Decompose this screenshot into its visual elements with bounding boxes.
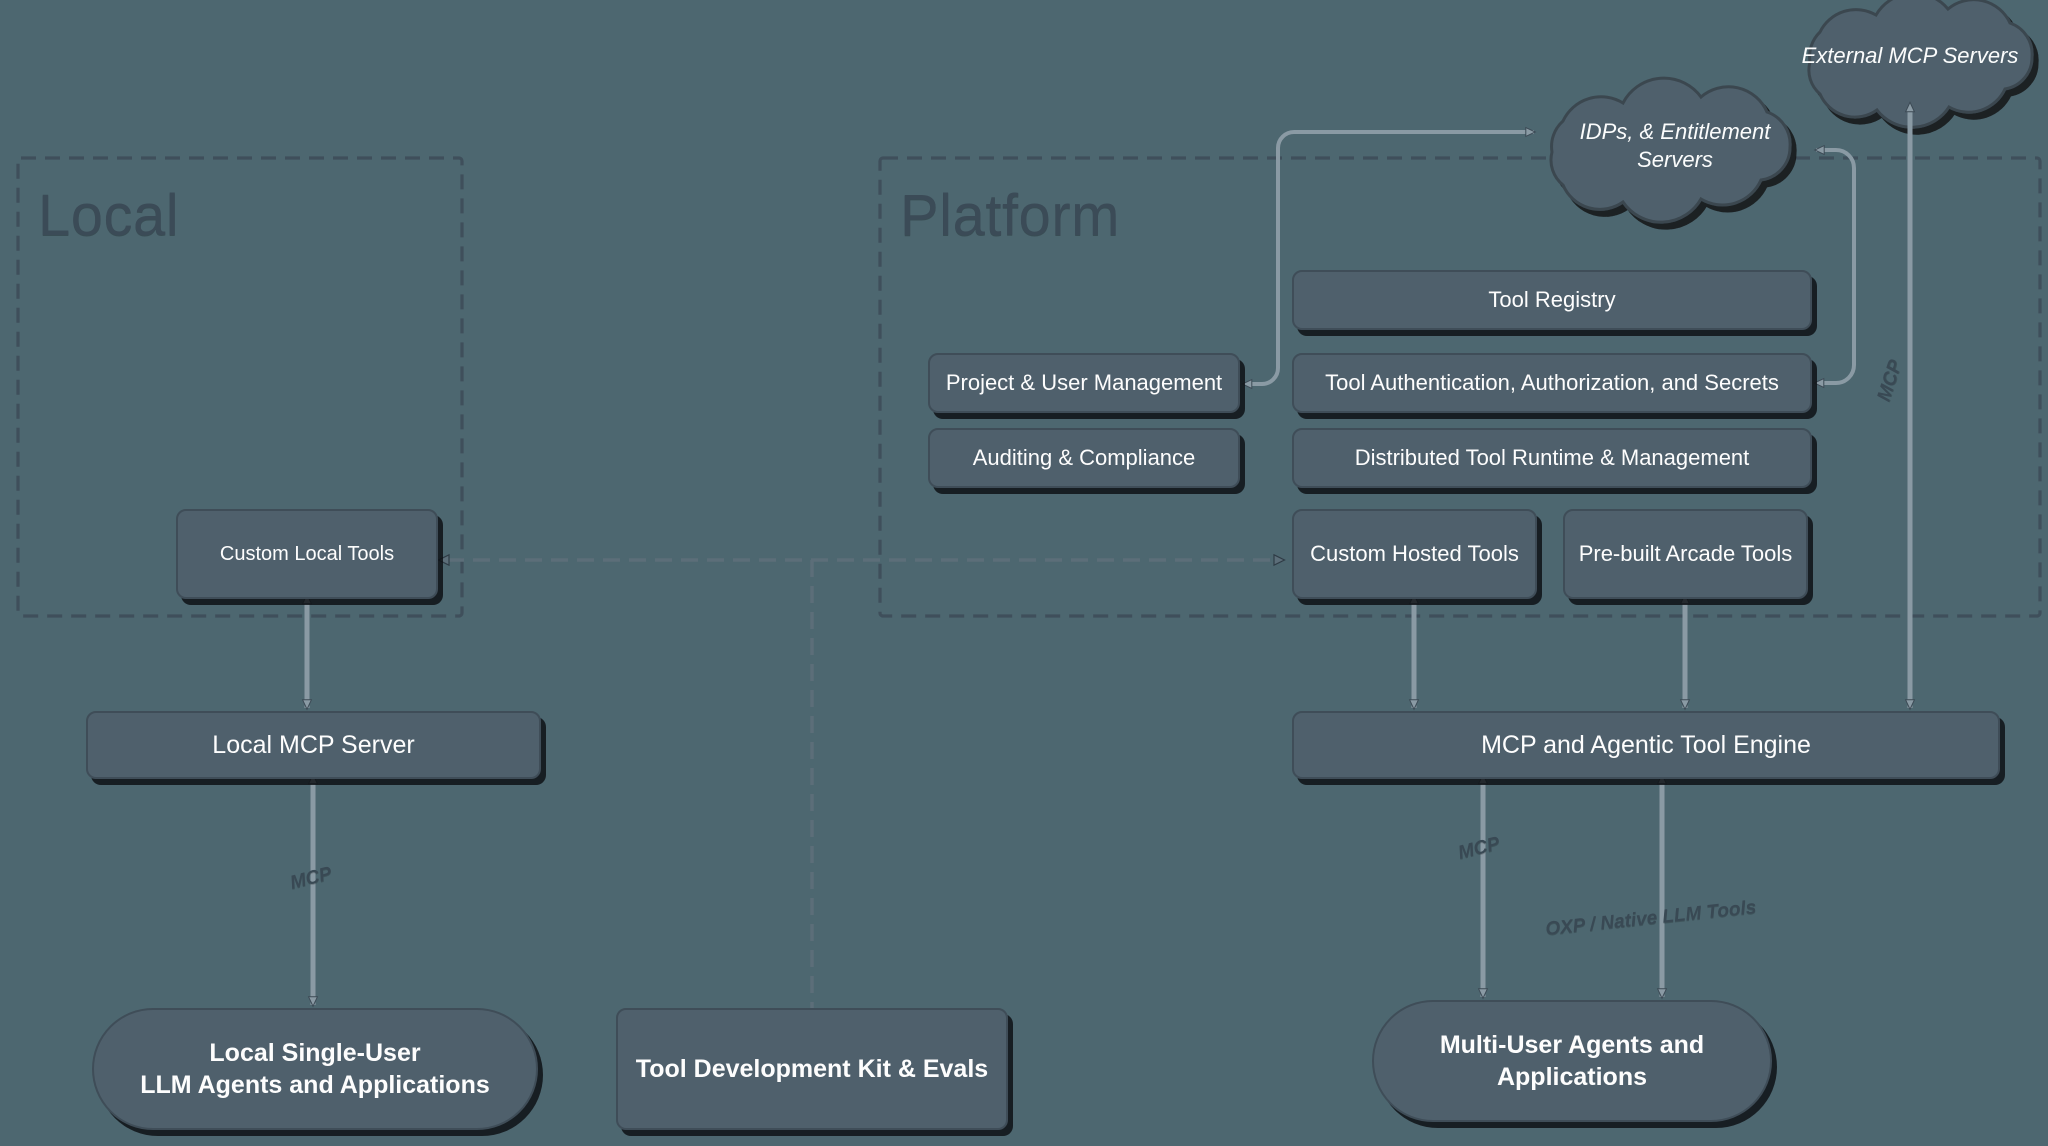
edge-tool-auth-to-idps (1813, 144, 1856, 389)
node-multi-user-agents[interactable]: Multi-User Agents and Applications (1372, 1000, 1772, 1122)
node-label: Custom Hosted Tools (1310, 540, 1519, 566)
node-label: Tool Registry (1488, 286, 1616, 312)
node-label: Distributed Tool Runtime & Management (1354, 444, 1750, 470)
node-label: Pre-built Arcade Tools (1578, 540, 1793, 566)
edge-label-mcp-external: MCP (1873, 357, 1907, 405)
node-tool-development-kit[interactable]: Tool Development Kit & Evals (616, 1008, 1008, 1130)
node-label: Tool Development Kit & Evals (635, 1054, 989, 1083)
node-tool-registry[interactable]: Tool Registry (1292, 270, 1812, 330)
node-label: Local Single-User LLM Agents and Applica… (140, 1038, 490, 1100)
edge-label-oxp-native-llm-tools: OXP / Native LLM Tools (1544, 896, 1758, 941)
node-custom-local-tools[interactable]: Custom Local Tools (176, 509, 438, 599)
node-project-user-management[interactable]: Project & User Management (928, 353, 1240, 413)
node-distributed-tool-runtime[interactable]: Distributed Tool Runtime & Management (1292, 428, 1812, 488)
node-label: Project & User Management (945, 369, 1223, 395)
node-label: Auditing & Compliance (972, 444, 1196, 470)
edge-label-mcp-platform: MCP (1455, 833, 1503, 864)
node-local-mcp-server[interactable]: Local MCP Server (86, 711, 541, 779)
node-prebuilt-arcade-tools[interactable]: Pre-built Arcade Tools (1563, 509, 1808, 599)
cloud-label-external-mcp-servers: External MCP Servers (1801, 42, 2019, 68)
node-mcp-agentic-tool-engine[interactable]: MCP and Agentic Tool Engine (1292, 711, 2000, 779)
cloud-label-idps-entitlement: IDPs, & Entitlement Servers (1579, 118, 1771, 172)
edge-project-mgmt-to-idps (1241, 126, 1537, 390)
node-label: Multi-User Agents and Applications (1439, 1030, 1705, 1092)
node-tool-authentication-authorization-secrets[interactable]: Tool Authentication, Authorization, and … (1292, 353, 1812, 413)
node-label: Local MCP Server (212, 730, 415, 759)
node-label: MCP and Agentic Tool Engine (1481, 730, 1811, 759)
node-auditing-compliance[interactable]: Auditing & Compliance (928, 428, 1240, 488)
node-custom-hosted-tools[interactable]: Custom Hosted Tools (1292, 509, 1537, 599)
node-label: Custom Local Tools (219, 543, 395, 565)
group-label-local: Local (38, 183, 180, 248)
edge-label-mcp-local: MCP (287, 863, 335, 894)
group-label-platform: Platform (900, 183, 1120, 248)
node-local-single-user-agents[interactable]: Local Single-User LLM Agents and Applica… (92, 1008, 538, 1130)
node-label: Tool Authentication, Authorization, and … (1325, 369, 1779, 395)
